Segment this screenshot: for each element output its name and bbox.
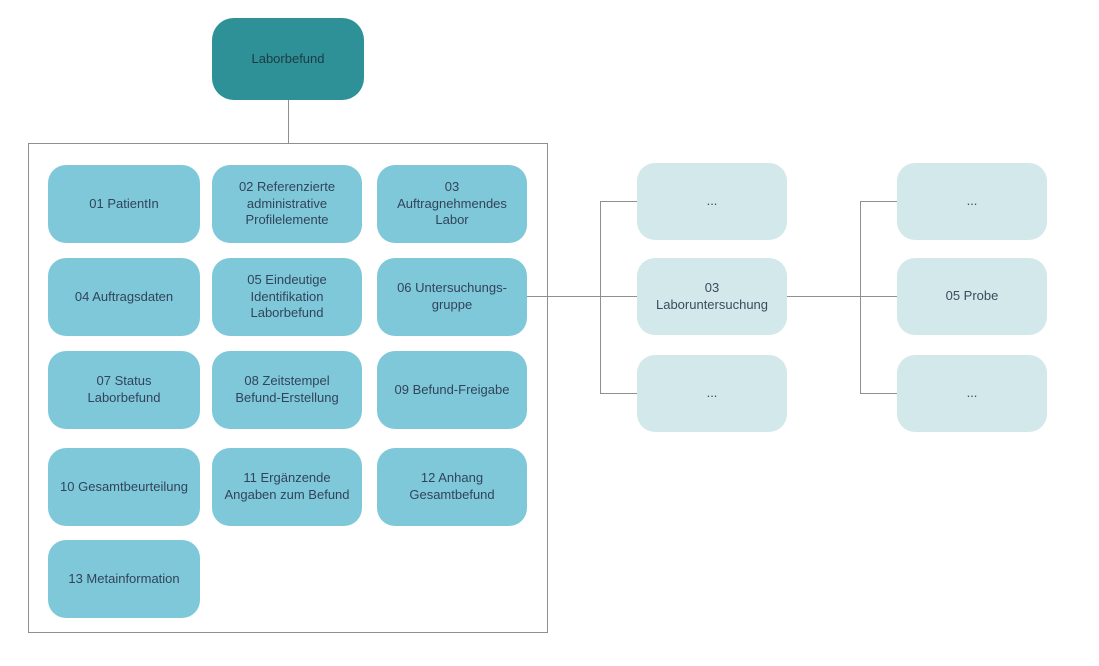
node-group1-ellipsis-top: ... — [637, 163, 787, 240]
node-08-zeitstempel-befund-erstellung: 08 Zeitstempel Befund-Erstellung — [212, 351, 362, 429]
bracket-group1-vertical — [600, 201, 601, 394]
bracket-group2-vertical — [860, 201, 861, 394]
node-09-befund-freigabe: 09 Befund-Freigabe — [377, 351, 527, 429]
node-06-untersuchungsgruppe: 06 Untersuchungs-gruppe — [377, 258, 527, 336]
bracket-group2-top-stub — [860, 201, 897, 202]
node-01-patientin: 01 PatientIn — [48, 165, 200, 243]
bracket-group1-top-stub — [600, 201, 637, 202]
connector-untersuchungsgruppe-to-laboruntersuchung — [527, 296, 637, 297]
node-05-probe: 05 Probe — [897, 258, 1047, 335]
node-group1-ellipsis-bottom: ... — [637, 355, 787, 432]
container-laborbefund-elements — [28, 143, 548, 633]
node-13-metainformation: 13 Metainformation — [48, 540, 200, 618]
node-group2-ellipsis-bottom: ... — [897, 355, 1047, 432]
node-03-auftragnehmendes-labor: 03 Auftragnehmendes Labor — [377, 165, 527, 243]
bracket-group2-bottom-stub — [860, 393, 897, 394]
node-07-status-laborbefund: 07 Status Laborbefund — [48, 351, 200, 429]
node-11-ergaenzende-angaben-zum-befund: 11 Ergänzende Angaben zum Befund — [212, 448, 362, 526]
node-laborbefund: Laborbefund — [212, 18, 364, 100]
node-10-gesamtbeurteilung: 10 Gesamtbeurteilung — [48, 448, 200, 526]
node-04-auftragsdaten: 04 Auftragsdaten — [48, 258, 200, 336]
node-05-eindeutige-identifikation-laborbefund: 05 Eindeutige Identifikation Laborbefund — [212, 258, 362, 336]
node-12-anhang-gesamtbefund: 12 Anhang Gesamtbefund — [377, 448, 527, 526]
connector-root-to-container — [288, 100, 289, 143]
connector-laboruntersuchung-to-probe — [787, 296, 897, 297]
node-02-referenzierte-administrative-profilelemente: 02 Referenzierte administrative Profilel… — [212, 165, 362, 243]
node-03-laboruntersuchung: 03 Laboruntersuchung — [637, 258, 787, 335]
node-group2-ellipsis-top: ... — [897, 163, 1047, 240]
bracket-group1-bottom-stub — [600, 393, 637, 394]
